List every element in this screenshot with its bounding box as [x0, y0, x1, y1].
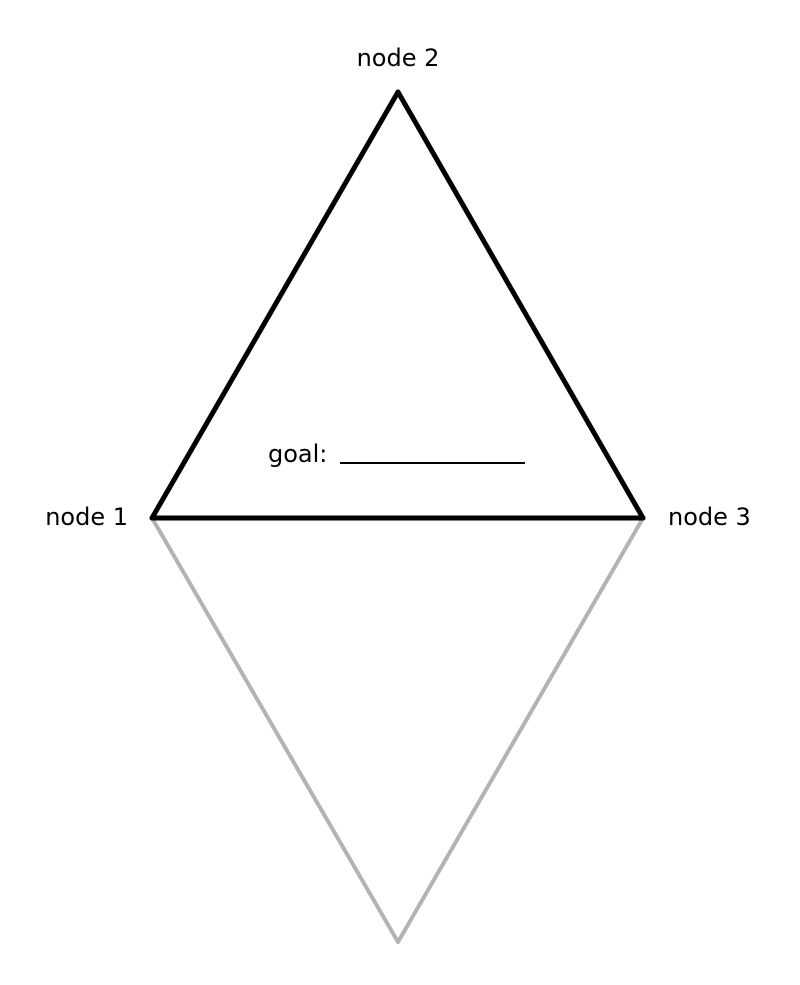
goal-label: goal: — [268, 440, 327, 468]
edge-node1-bottom — [150, 516, 400, 944]
edge-node2-node3 — [395, 89, 646, 521]
edge-node1-node2 — [149, 89, 401, 521]
node-1-label: node 1 — [45, 503, 128, 531]
node-2-label: node 2 — [357, 44, 440, 72]
edge-node3-bottom — [396, 516, 645, 944]
node-3-label: node 3 — [668, 503, 751, 531]
